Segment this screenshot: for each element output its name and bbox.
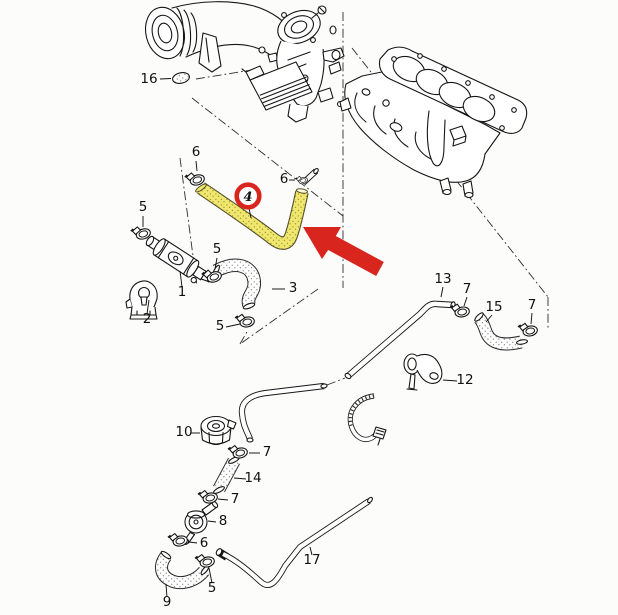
valve-part-8	[183, 501, 219, 545]
grommet-16	[172, 72, 190, 84]
clamp-icon	[166, 530, 190, 550]
intake-manifold	[339, 46, 528, 199]
hose-3	[212, 258, 262, 310]
highlight-badge-4[interactable]: 4	[234, 182, 262, 210]
part-label-1[interactable]: 1	[178, 284, 187, 300]
leader-lines	[142, 160, 533, 598]
clamp-icon	[516, 320, 540, 339]
hose-14	[213, 456, 240, 494]
badge-number: 4	[243, 190, 252, 205]
part-label-15[interactable]: 15	[485, 299, 502, 315]
leader-16	[159, 78, 172, 80]
part-label-5-c[interactable]: 5	[216, 318, 225, 334]
clamp-icon	[233, 311, 257, 330]
part-label-3[interactable]: 3	[289, 280, 298, 296]
part-label-10[interactable]: 10	[175, 424, 192, 440]
idle-valve-block	[241, 61, 313, 111]
part-label-16[interactable]: 16	[140, 71, 157, 87]
throttle-body	[276, 5, 345, 123]
part-label-6-c[interactable]: 6	[200, 535, 209, 551]
part-label-5-d[interactable]: 5	[208, 580, 217, 596]
cable-tie	[347, 393, 387, 446]
clamp-icon	[226, 442, 250, 462]
clamp-icon	[193, 551, 217, 571]
pipe-17	[215, 496, 373, 588]
part-label-17[interactable]: 17	[303, 552, 320, 568]
part-label-9[interactable]: 9	[163, 594, 172, 610]
grommet-10	[200, 415, 237, 446]
pipe-13	[344, 300, 456, 380]
bracket-part-2	[125, 280, 158, 320]
damper-part-1	[145, 235, 212, 284]
part-label-7-d[interactable]: 7	[231, 491, 240, 507]
part-label-7-c[interactable]: 7	[263, 444, 272, 460]
red-arrow-icon	[303, 227, 384, 276]
middle-pipe	[238, 382, 328, 443]
part-label-13[interactable]: 13	[434, 271, 451, 287]
part-label-12[interactable]: 12	[456, 372, 473, 388]
hose-9	[155, 550, 210, 590]
hose-15	[474, 312, 528, 351]
part-label-14[interactable]: 14	[244, 470, 261, 486]
part-label-6-b[interactable]: 6	[280, 171, 289, 187]
part-label-8[interactable]: 8	[219, 513, 228, 529]
part-label-7-b[interactable]: 7	[528, 297, 537, 313]
part-label-7-a[interactable]: 7	[463, 281, 472, 297]
air-duct	[144, 1, 295, 73]
bracket-part-12	[403, 353, 443, 391]
hose-4-highlighted	[195, 182, 309, 250]
part-label-6-a[interactable]: 6	[192, 144, 201, 160]
part-label-5-b[interactable]: 5	[213, 241, 222, 257]
part-label-5-a[interactable]: 5	[139, 199, 148, 215]
part-label-2[interactable]: 2	[143, 311, 152, 327]
